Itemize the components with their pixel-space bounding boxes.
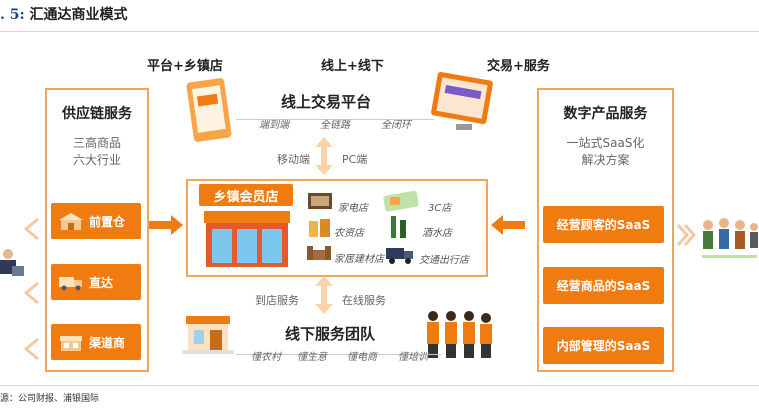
digital-product-subtitle: 一站式SaaS化 解决方案 (539, 135, 672, 169)
appliance-icon (308, 193, 332, 209)
team-tag: 懂培训 (398, 352, 428, 363)
warehouse-label: 前置仓 (89, 214, 126, 229)
service-team-illustration (427, 311, 492, 358)
top-label-middle: 线上+线下 (321, 59, 384, 74)
top-label-left: 平台+乡镇店 (147, 59, 223, 74)
online-platform-title: 线上交易平台 (281, 93, 372, 111)
figure-number: . 5: (0, 7, 25, 23)
electronics-icon (383, 190, 419, 212)
online-service-label: 在线服务 (342, 294, 386, 307)
direct-label: 直达 (89, 275, 114, 290)
outer-right-arrows (676, 223, 697, 247)
agri-supplies-icon (309, 219, 330, 237)
liquor-icon (391, 216, 406, 238)
service-store-icon (182, 316, 234, 354)
double-arrow-icon (315, 276, 333, 314)
team-tag: 懂农村 (251, 352, 281, 363)
platform-tag: 端到端 (259, 120, 289, 131)
direct-button[interactable]: 直达 (51, 264, 141, 300)
category-transport: 交通出行店 (419, 255, 469, 266)
digital-product-title: 数字产品服务 (563, 106, 648, 122)
transport-icon (386, 248, 413, 264)
mobile-phone-icon (186, 78, 232, 142)
category-3c: 3C店 (428, 203, 452, 214)
storefront-icon (204, 211, 290, 267)
left-person-illustration (0, 249, 24, 276)
desktop-monitor-icon (431, 71, 493, 130)
supply-chain-subtitle: 三高商品 六大行业 (47, 135, 147, 169)
platform-tag: 全闭环 (381, 120, 411, 131)
category-liquor: 酒水店 (422, 228, 452, 239)
saas-product-button[interactable]: 经营商品的SaaS (543, 267, 664, 304)
team-divider (236, 354, 441, 355)
channel-button[interactable]: 渠道商 (51, 324, 141, 360)
top-label-right: 交易+服务 (487, 59, 550, 74)
bottom-divider (0, 385, 759, 386)
digital-product-subtitle-line: 解决方案 (581, 153, 630, 167)
arrow-left-icon (491, 215, 525, 235)
figure-title-text: 汇通达商业模式 (29, 7, 128, 23)
channel-label: 渠道商 (89, 335, 126, 350)
category-agri: 农资店 (334, 228, 364, 239)
outer-left-arrows (23, 217, 39, 361)
supply-chain-subtitle-line: 六大行业 (72, 153, 121, 167)
team-tag: 懂电商 (347, 352, 377, 363)
platform-divider (236, 119, 434, 120)
warehouse-button[interactable]: 前置仓 (51, 203, 141, 239)
double-arrow-icon (315, 137, 333, 175)
supply-chain-title: 供应链服务 (62, 106, 132, 122)
arrow-right-icon (149, 215, 183, 235)
supply-chain-subtitle-line: 三高商品 (72, 136, 121, 150)
source-note: 源：公司财报、浦银国际 (0, 394, 100, 404)
pc-label: PC端 (342, 153, 368, 166)
farmers-illustration (702, 218, 758, 258)
saas-internal-button[interactable]: 内部管理的SaaS (543, 327, 664, 364)
furniture-icon (307, 246, 331, 260)
truck-icon (59, 277, 82, 291)
mobile-label: 移动端 (277, 153, 310, 166)
saas-customer-button[interactable]: 经营顾客的SaaS (543, 206, 664, 243)
platform-tag: 全链路 (320, 120, 350, 131)
store-icon (60, 336, 82, 351)
title-divider (0, 31, 759, 32)
team-tag: 懂生意 (297, 352, 327, 363)
township-store-title: 乡镇会员店 (199, 184, 293, 206)
digital-product-subtitle-line: 一站式SaaS化 (566, 136, 645, 150)
category-home: 家居建材店 (334, 254, 384, 265)
category-appliance: 家电店 (338, 203, 368, 214)
figure-title: . 5: 汇通达商业模式 (0, 4, 128, 24)
offline-team-title: 线下服务团队 (285, 325, 376, 343)
warehouse-icon (59, 213, 83, 230)
in-store-label: 到店服务 (255, 294, 299, 307)
